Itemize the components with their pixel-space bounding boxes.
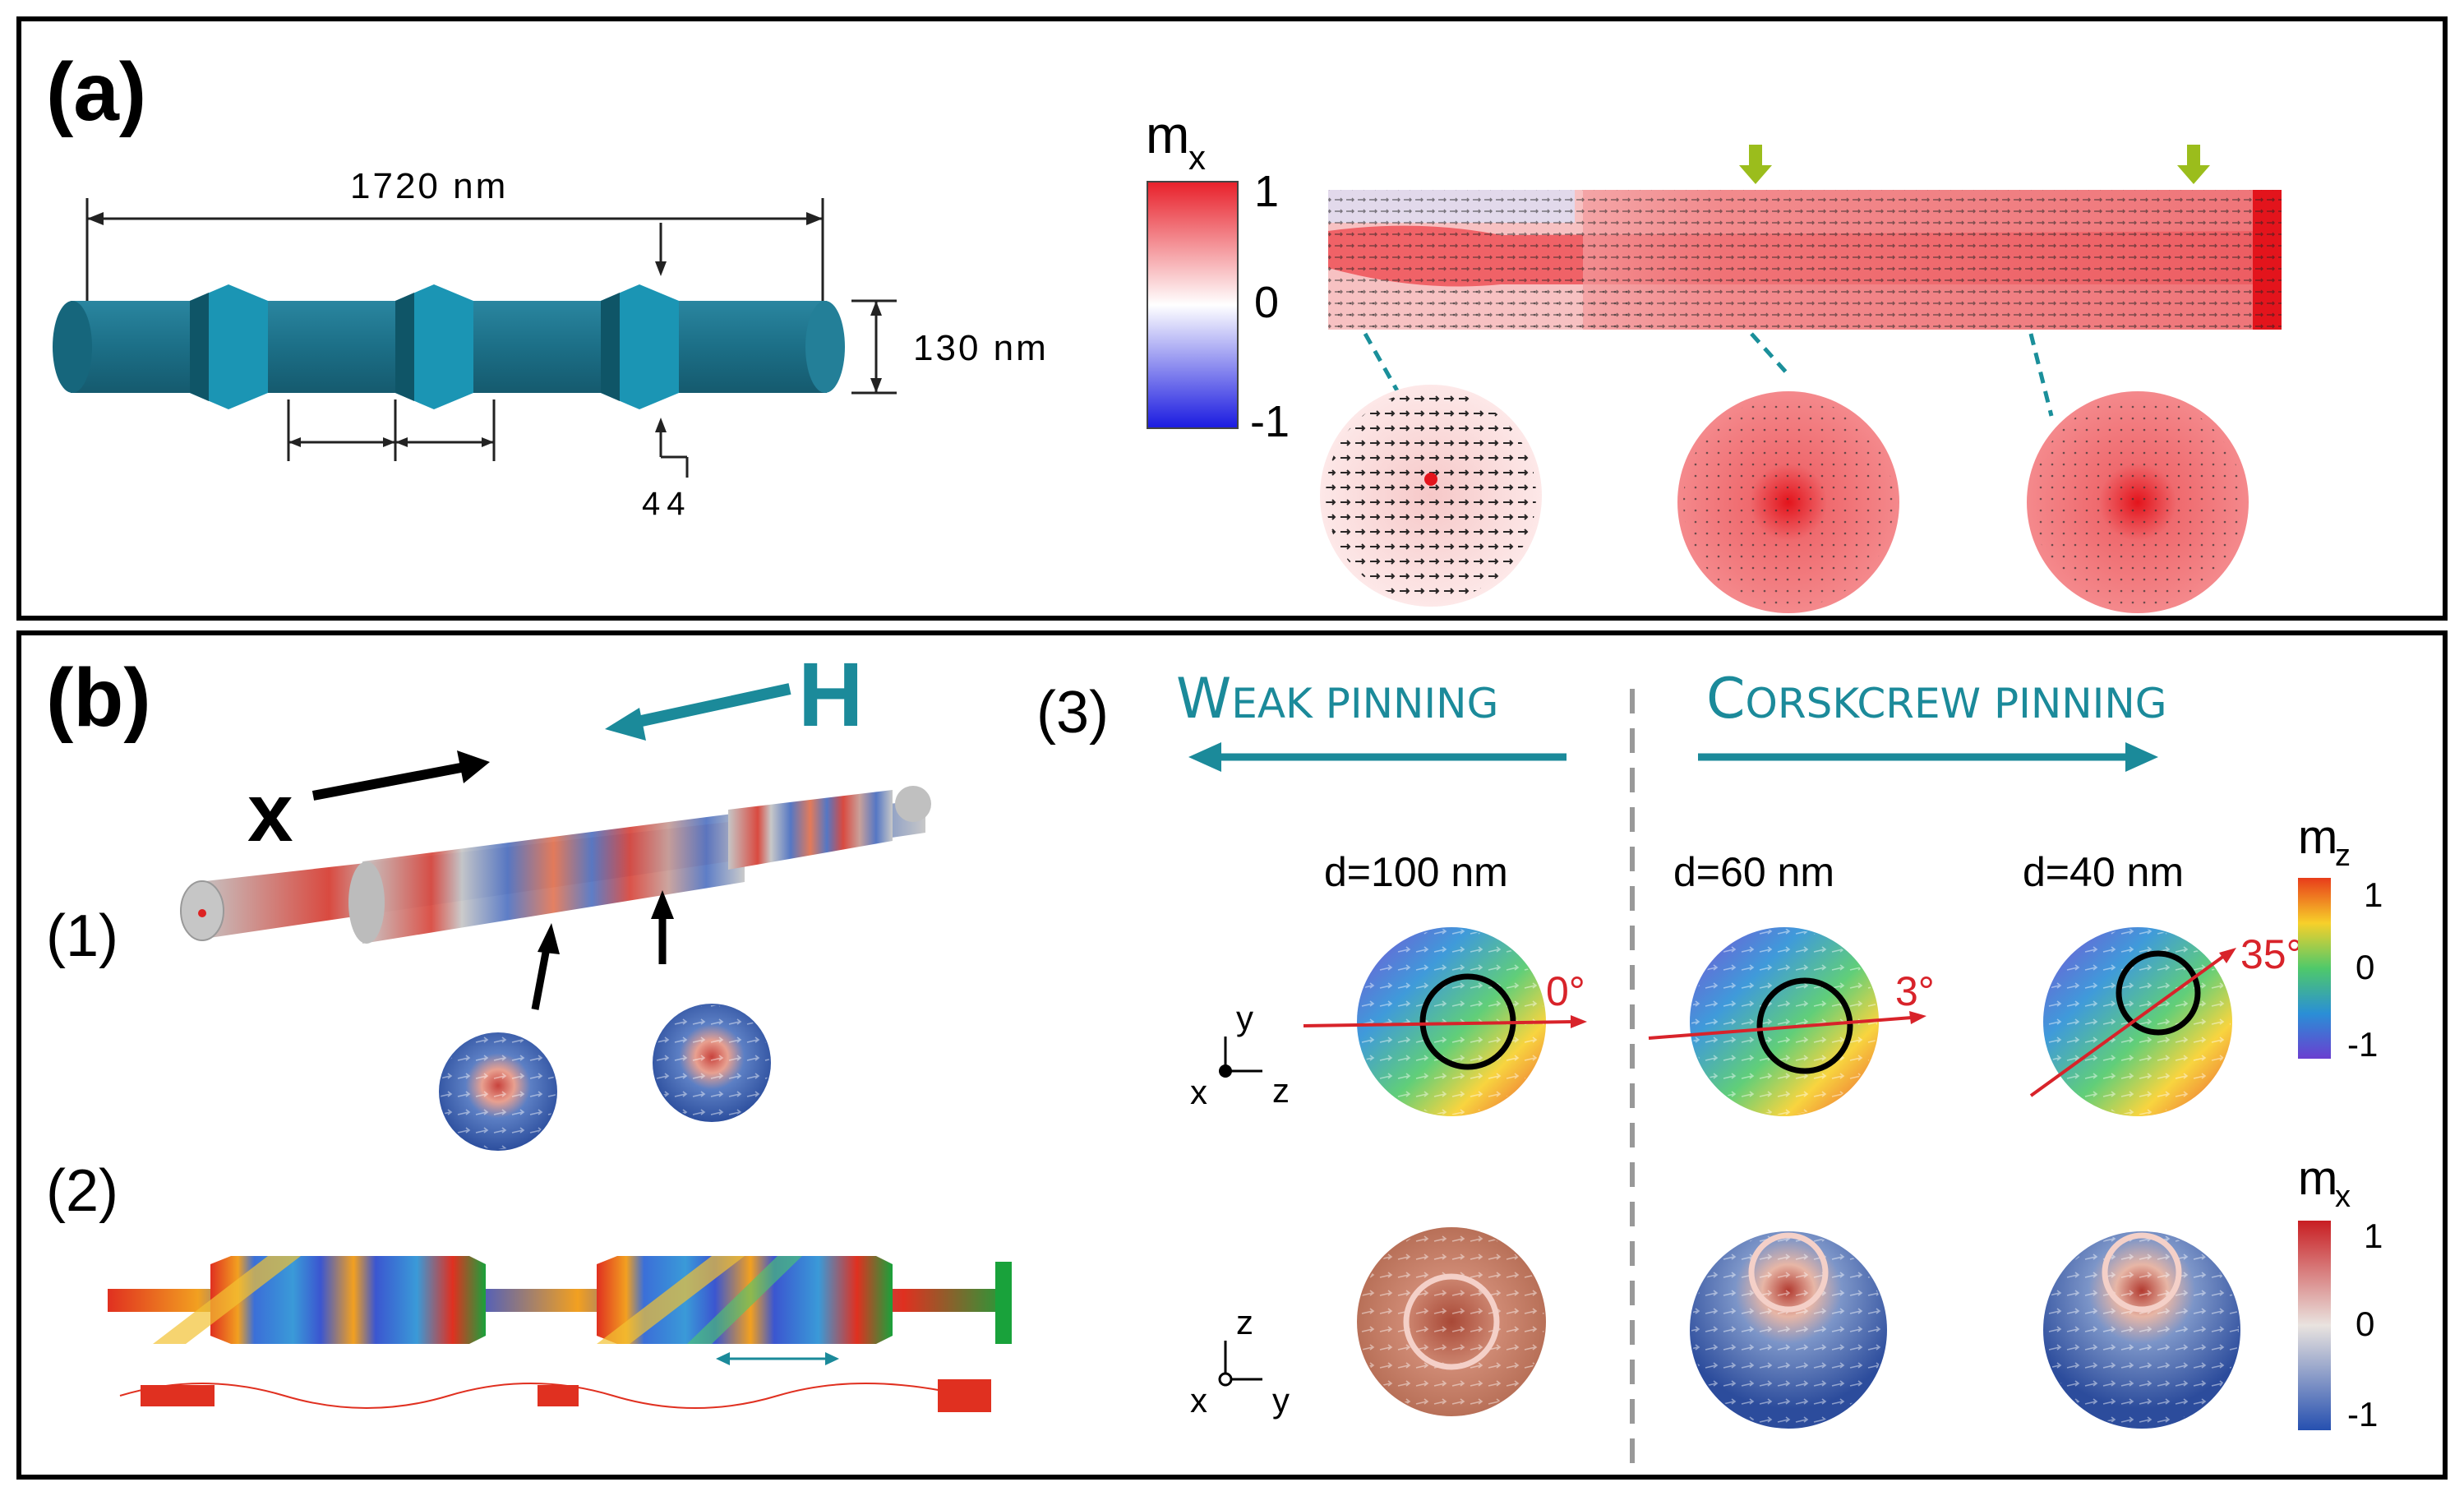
x-axis-label: x bbox=[247, 767, 293, 859]
diameter-dimension: 130 nm bbox=[851, 299, 1049, 395]
angle-3: 35° bbox=[2240, 931, 2303, 977]
corkscrew-pinning-heading: CORSKCREW PINNING bbox=[1698, 667, 2167, 772]
angle-2: 3° bbox=[1895, 968, 1935, 1014]
panel-b: (b) (1) (2) (3) x H bbox=[16, 630, 2448, 1480]
marker-icon bbox=[2177, 145, 2210, 184]
sub-label-2: (2) bbox=[46, 1158, 118, 1224]
colorbar-mz-mid: 0 bbox=[2356, 948, 2374, 986]
leader-lines bbox=[1363, 332, 2054, 417]
mx-ball-2 bbox=[1690, 1231, 1887, 1429]
weak-cap: W bbox=[1176, 667, 1231, 732]
angle-1: 0° bbox=[1546, 968, 1585, 1014]
mz-disk-2: 3° bbox=[1648, 927, 1935, 1116]
helix-profile bbox=[119, 1352, 991, 1412]
colorbar-mxb-min: -1 bbox=[2347, 1395, 2378, 1434]
panel-a-canvas: (a) 1720 nm bbox=[46, 46, 2282, 613]
colorbar-mx: m x 1 0 -1 bbox=[1146, 105, 1290, 446]
panel-a-label: (a) bbox=[46, 46, 146, 138]
colorbar-mx-b: m x 1 0 -1 bbox=[2298, 1152, 2383, 1434]
simulated-wire-strip bbox=[1328, 145, 2282, 330]
colorbar-mxb-subscript: x bbox=[2335, 1180, 2351, 1214]
pointer-arrows bbox=[531, 890, 674, 1010]
sub-label-1: (1) bbox=[46, 903, 118, 969]
panel-a: (a) 1720 nm bbox=[16, 16, 2448, 621]
cross-section-disk-2 bbox=[1677, 391, 1899, 613]
d-label-2: d=60 nm bbox=[1673, 849, 1834, 895]
spacing-dimensions bbox=[287, 399, 496, 461]
colorbar-mz-subscript: z bbox=[2335, 838, 2351, 873]
svg-text:CORSKCREW PINNING: CORSKCREW PINNING bbox=[1706, 667, 2167, 732]
x-axis-arrow: x bbox=[247, 750, 490, 859]
axis-y: y bbox=[1236, 999, 1253, 1037]
field-arrow: H bbox=[605, 644, 863, 746]
colorbar-mz: m z 1 0 -1 bbox=[2298, 810, 2383, 1064]
weak-pinning-heading: WEAK PINNING bbox=[1176, 667, 1567, 772]
axis-x-bottom: x bbox=[1190, 1381, 1207, 1420]
axes-top: y x z bbox=[1190, 999, 1290, 1111]
cross-section-disk-1 bbox=[1320, 385, 1542, 607]
section-ball-1 bbox=[439, 1032, 557, 1151]
colorbar-mxb-max: 1 bbox=[2364, 1217, 2383, 1255]
nanowire-3d bbox=[180, 786, 931, 944]
axis-y-bottom: y bbox=[1272, 1381, 1290, 1420]
colorbar-mxb-title: m bbox=[2298, 1152, 2337, 1205]
cross-section-disk-3 bbox=[2027, 391, 2249, 613]
cut-label: 44 bbox=[642, 486, 692, 522]
d-label-1: d=100 nm bbox=[1324, 849, 1508, 895]
colorbar-mx-mid: 0 bbox=[1254, 278, 1279, 327]
cork-cap: C bbox=[1706, 667, 1745, 732]
panel-b-canvas: (b) (1) (2) (3) x H bbox=[46, 644, 2383, 1474]
axis-z-bottom: z bbox=[1236, 1303, 1253, 1341]
svg-text:WEAK PINNING: WEAK PINNING bbox=[1176, 667, 1498, 732]
colorbar-mx-max: 1 bbox=[1254, 167, 1279, 216]
diameter-label: 130 nm bbox=[913, 328, 1049, 368]
sub-label-3: (3) bbox=[1036, 680, 1109, 746]
mz-disk-3: 35° bbox=[2029, 927, 2303, 1116]
mx-ball-1 bbox=[1357, 1227, 1546, 1416]
nanowire-2d bbox=[108, 1256, 1012, 1344]
mx-ball-3 bbox=[2043, 1231, 2240, 1429]
field-label: H bbox=[798, 644, 863, 746]
colorbar-mx-title: m bbox=[1146, 105, 1189, 164]
colorbar-mz-min: -1 bbox=[2347, 1025, 2378, 1064]
axis-x: x bbox=[1190, 1073, 1207, 1111]
colorbar-mx-min: -1 bbox=[1250, 397, 1290, 446]
modulation-arrows: 44 bbox=[642, 223, 692, 522]
marker-icon bbox=[1739, 145, 1772, 184]
weak-rest: EAK PINNING bbox=[1231, 680, 1498, 727]
nanowire-model bbox=[53, 284, 845, 409]
panel-b-label: (b) bbox=[46, 652, 151, 744]
cork-rest: ORSKCREW PINNING bbox=[1745, 680, 2166, 727]
section-ball-2 bbox=[653, 1004, 771, 1122]
mz-disk-1: 0° bbox=[1303, 927, 1587, 1116]
length-dimension: 1720 nm bbox=[85, 166, 824, 317]
colorbar-mx-subscript: x bbox=[1188, 138, 1206, 177]
colorbar-mz-title: m bbox=[2298, 810, 2337, 864]
axis-z: z bbox=[1272, 1071, 1290, 1110]
colorbar-mz-max: 1 bbox=[2364, 875, 2383, 914]
colorbar-mxb-mid: 0 bbox=[2356, 1304, 2374, 1343]
length-label: 1720 nm bbox=[350, 166, 508, 206]
axes-bottom: z x y bbox=[1190, 1303, 1290, 1420]
d-label-3: d=40 nm bbox=[2023, 849, 2184, 895]
